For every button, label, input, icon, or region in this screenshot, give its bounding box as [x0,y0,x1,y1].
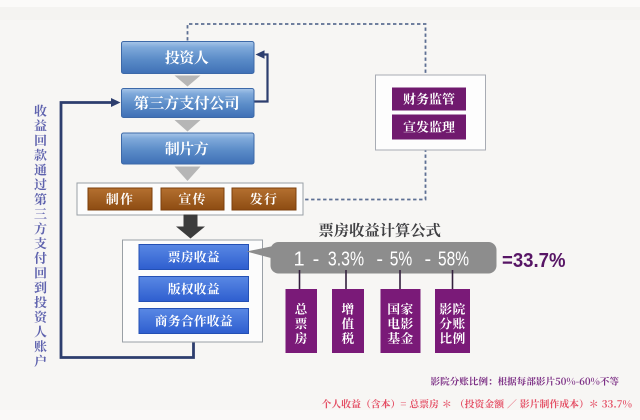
svg-text:3.3%: 3.3% [328,248,364,270]
svg-text:=33.7%: =33.7% [502,250,566,272]
svg-text:5%: 5% [390,248,413,270]
svg-text:1: 1 [293,248,304,270]
svg-text:-: - [376,248,383,270]
svg-text:-: - [424,248,431,270]
svg-text:-: - [313,248,320,270]
svg-text:58%: 58% [438,248,469,270]
